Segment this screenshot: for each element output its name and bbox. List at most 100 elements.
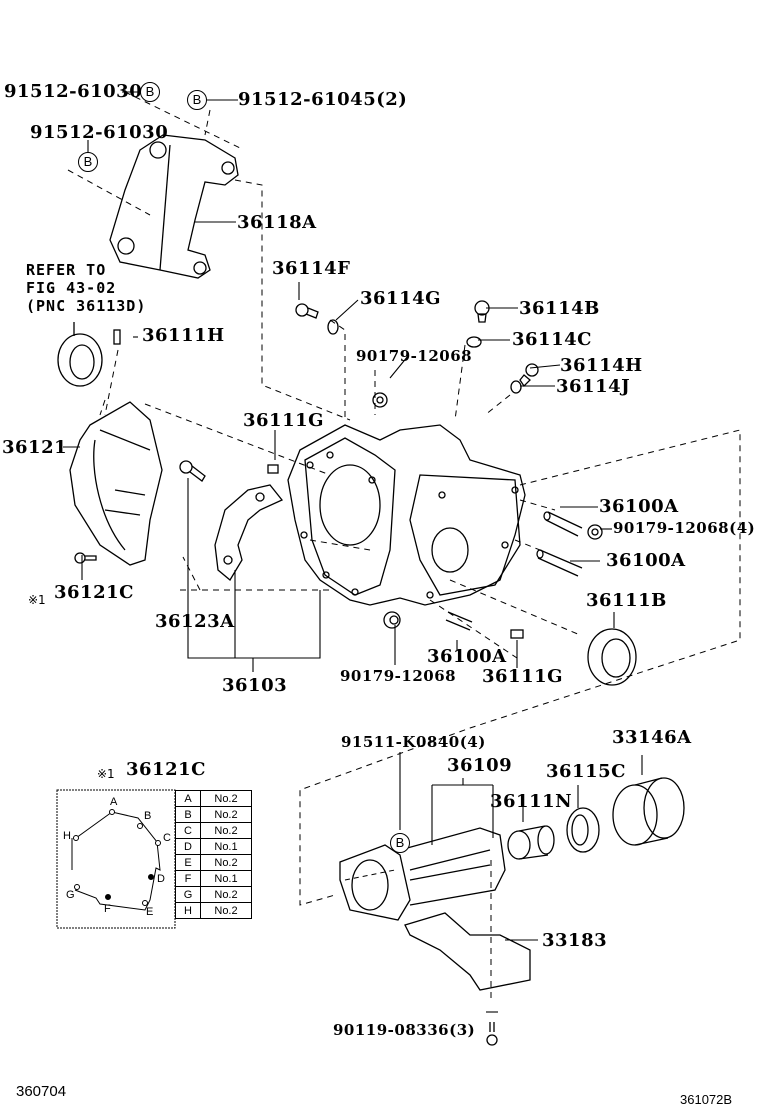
table-cell-bolt: No.1	[200, 870, 252, 887]
washer-36114G	[327, 319, 339, 335]
stud-36100A-1	[543, 511, 583, 537]
table-cell-position: H	[175, 902, 201, 919]
part-label-36114H[interactable]: 36114H	[560, 355, 643, 376]
bolt-marker-b-3: B	[78, 152, 98, 172]
part-label-36111G-left[interactable]: 36111G	[243, 410, 324, 431]
inset-label-d: D	[157, 873, 165, 885]
washer-36114J	[510, 380, 522, 394]
inset-point-d	[148, 874, 154, 880]
part-label-36111H[interactable]: 36111H	[142, 325, 225, 346]
table-cell-bolt: No.2	[200, 790, 252, 807]
inset-point-e	[142, 900, 148, 906]
part-label-36114C[interactable]: 36114C	[512, 329, 592, 350]
part-label-90179-12068-bottom[interactable]: 90179-12068	[340, 667, 457, 685]
inset-point-c	[155, 840, 161, 846]
gasket-ring	[214, 484, 284, 581]
bracket-33183	[404, 912, 531, 991]
bolt-marker-b-4: B	[390, 833, 410, 853]
inset-point-a	[109, 809, 115, 815]
sleeve-33146A	[612, 777, 685, 846]
part-label-36114G[interactable]: 36114G	[360, 288, 441, 309]
part-label-36100A-1[interactable]: 36100A	[599, 496, 679, 517]
part-label-91512-61045[interactable]: 91512-61045(2)	[238, 89, 408, 110]
table-cell-bolt: No.2	[200, 806, 252, 823]
table-cell-position: C	[175, 822, 201, 839]
figure-code: 361072B	[680, 1092, 733, 1107]
inset-label-e: E	[146, 906, 154, 918]
oil-seal-36115C	[566, 807, 600, 853]
part-label-36103[interactable]: 36103	[222, 675, 288, 696]
table-cell-bolt: No.2	[200, 822, 252, 839]
part-label-36114J[interactable]: 36114J	[556, 376, 631, 397]
part-label-36100A-2[interactable]: 36100A	[606, 550, 686, 571]
part-label-36118A[interactable]: 36118A	[237, 212, 317, 233]
inset-point-b	[137, 823, 143, 829]
part-label-91512-61030-top[interactable]: 91512-61030	[4, 81, 143, 102]
table-cell-position: E	[175, 854, 201, 871]
inset-label-b: B	[144, 810, 152, 822]
pin-36111G-right	[510, 629, 524, 639]
nut-90179-12068-4	[587, 524, 603, 540]
inset-point-h	[73, 835, 79, 841]
refer-note[interactable]: REFER TO FIG 43-02 (PNC 36113D)	[26, 261, 147, 315]
part-label-36111B[interactable]: 36111B	[586, 590, 667, 611]
transfer-case-housing	[287, 424, 526, 606]
pin-36111G-left	[267, 464, 279, 474]
plug-36114H	[519, 363, 539, 388]
part-label-36121C[interactable]: 36121C	[54, 582, 134, 603]
table-cell-position: F	[175, 870, 201, 887]
part-label-36111G-right[interactable]: 36111G	[482, 666, 563, 687]
part-label-91512-61030-mid[interactable]: 91512-61030	[30, 122, 169, 143]
table-cell-bolt: No.2	[200, 886, 252, 903]
part-label-36109[interactable]: 36109	[447, 755, 513, 776]
part-label-36100A-3[interactable]: 36100A	[427, 646, 507, 667]
inset-title: 36121C	[126, 759, 206, 780]
part-label-90179-12068-4[interactable]: 90179-12068(4)	[613, 519, 756, 537]
bolt-90119-08336	[486, 1022, 498, 1046]
bracket-36118A	[109, 134, 239, 279]
bushing-36111N	[507, 825, 555, 860]
inset-label-f: F	[104, 903, 111, 915]
part-label-90119-08336[interactable]: 90119-08336(3)	[333, 1021, 476, 1039]
table-cell-bolt: No.2	[200, 902, 252, 919]
leader-lines	[63, 91, 643, 1013]
part-label-33183[interactable]: 33183	[542, 930, 608, 951]
part-label-36111N[interactable]: 36111N	[490, 791, 573, 812]
stud-36100A-2	[536, 549, 583, 577]
part-label-91511-K0840[interactable]: 91511-K0840(4)	[341, 733, 486, 751]
part-label-90179-12068-top[interactable]: 90179-12068	[356, 347, 473, 365]
inset-point-g	[74, 884, 80, 890]
bolt-36114F	[295, 303, 319, 319]
table-cell-position: D	[175, 838, 201, 855]
part-label-36114F[interactable]: 36114F	[272, 258, 351, 279]
inset-label-a: A	[110, 796, 118, 808]
oil-seal-36111B	[587, 628, 637, 686]
dashed-guides	[67, 91, 741, 1000]
nut-90179-12068-top	[372, 392, 388, 408]
part-label-33146A[interactable]: 33146A	[612, 727, 692, 748]
table-cell-bolt: No.2	[200, 854, 252, 871]
part-label-36115C[interactable]: 36115C	[546, 761, 626, 782]
inset-label-c: C	[163, 832, 171, 844]
inset-asterisk-mark: ※1	[97, 767, 115, 781]
washer-36114C	[466, 336, 482, 348]
part-label-36121[interactable]: 36121	[2, 437, 68, 458]
nut-90179-12068-bottom	[383, 611, 401, 629]
table-cell-position: B	[175, 806, 201, 823]
asterisk-mark: ※1	[28, 593, 46, 607]
part-label-36114B[interactable]: 36114B	[519, 298, 600, 319]
diagram-code: 360704	[16, 1083, 67, 1100]
part-label-36123A[interactable]: 36123A	[155, 611, 235, 632]
inset-label-g: G	[66, 889, 75, 901]
bolt-marker-b-1: B	[140, 82, 160, 102]
